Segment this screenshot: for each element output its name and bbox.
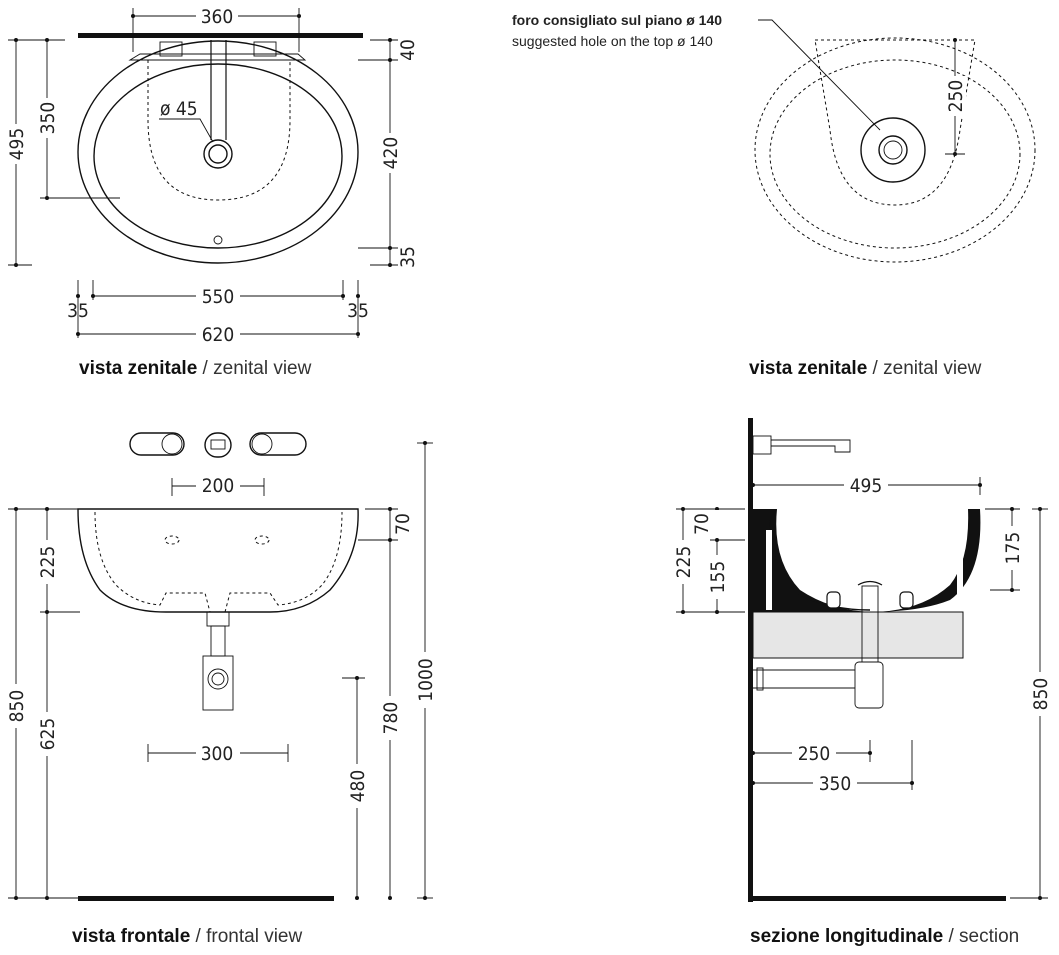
dim-1000: 1000: [415, 658, 437, 702]
floor-bar-section: [748, 896, 1006, 901]
note-hole-it: foro consigliato sul piano ø 140: [512, 12, 722, 28]
floor-bar-front: [78, 896, 334, 901]
dim-850-front: 850: [6, 690, 28, 723]
siphon-section: [854, 661, 884, 709]
tap-left-body: [159, 41, 183, 57]
top-left-zenital-view: 360 ø 45 495 350 40 420 35: [6, 5, 419, 346]
overflow-hole: [213, 235, 223, 245]
basin-outer-hidden: [754, 37, 1036, 263]
dim-300: 300: [201, 743, 234, 765]
caption-front-it: vista frontale: [72, 926, 191, 947]
dim-850-section: 850: [1030, 678, 1052, 711]
waste-inner: [883, 140, 903, 160]
caption-top-left-en: zenital view: [213, 358, 312, 379]
dim-250-hole: 250: [945, 80, 967, 113]
dim-35-left: 35: [67, 300, 89, 322]
drain-outer: [203, 139, 233, 169]
note-hole-en: suggested hole on the top ø 140: [512, 33, 713, 49]
dim-35-right: 35: [347, 300, 369, 322]
basin-front: [77, 508, 359, 613]
caption-section-it: sezione longitudinale: [750, 926, 944, 947]
frontal-view: 200 300 850 225 625: [6, 432, 437, 901]
spout-section: [771, 439, 851, 453]
dim-225-section: 225: [673, 546, 695, 579]
dim-495-depth: 495: [6, 128, 28, 161]
wall: [748, 418, 753, 902]
caption-top-right-en: zenital view: [883, 358, 982, 379]
caption-top-left-it: vista zenitale: [79, 358, 198, 379]
dim-70-section: 70: [691, 513, 713, 535]
worktop-section: [752, 611, 964, 659]
siphon: [202, 655, 234, 711]
basin-inner-hidden: [769, 59, 1021, 249]
dim-550: 550: [202, 286, 235, 308]
dim-350: 350: [37, 102, 59, 135]
tap-right-body: [253, 41, 277, 57]
dim-155: 155: [707, 561, 729, 594]
dim-250-section: 250: [798, 743, 831, 765]
caption-top-right-it: vista zenitale: [749, 358, 868, 379]
caption-top-left: vista zenitale / zenital view: [79, 358, 312, 379]
worktop-bar: [78, 33, 363, 38]
basin-inner-outline: [93, 63, 343, 249]
dim-diameter-45: ø 45: [160, 98, 198, 120]
hidden-bowl-outline: [147, 60, 291, 201]
tap-left: [129, 432, 185, 456]
dim-225-front: 225: [37, 546, 59, 579]
basin-section-shell: [753, 509, 981, 612]
caption-section: sezione longitudinale / section: [750, 926, 1020, 947]
drain-inner: [208, 144, 228, 164]
caption-front: vista frontale / frontal view: [72, 926, 303, 947]
waste-outer: [878, 135, 908, 165]
hidden-interior: [94, 511, 343, 613]
top-right-zenital-view: foro consigliato sul piano ø 140 suggest…: [512, 12, 1036, 263]
dim-175: 175: [1002, 532, 1024, 565]
dim-35-front: 35: [397, 246, 419, 268]
caption-top-right: vista zenitale / zenital view: [749, 358, 982, 379]
spout-front: [204, 432, 232, 458]
dim-420: 420: [380, 137, 402, 170]
dim-625: 625: [37, 718, 59, 751]
caption-section-en: section: [959, 926, 1020, 947]
dim-70-front: 70: [392, 513, 414, 535]
hole-140: [860, 117, 926, 183]
tap-right: [249, 432, 307, 456]
dim-480: 480: [347, 770, 369, 803]
dim-200: 200: [202, 475, 235, 497]
dim-495-section: 495: [850, 475, 883, 497]
section-view: 495 225 70 155 175 850 250: [673, 418, 1052, 902]
dim-620: 620: [202, 324, 235, 346]
dim-350-section: 350: [819, 773, 852, 795]
tap-plate: [128, 53, 307, 61]
basin-outer-outline: [77, 40, 359, 264]
hidden-tap-zone: [814, 39, 976, 206]
dim-360: 360: [201, 6, 234, 28]
dim-780: 780: [380, 702, 402, 735]
caption-front-en: frontal view: [206, 926, 303, 947]
spout: [210, 40, 227, 140]
dim-40: 40: [397, 39, 419, 61]
